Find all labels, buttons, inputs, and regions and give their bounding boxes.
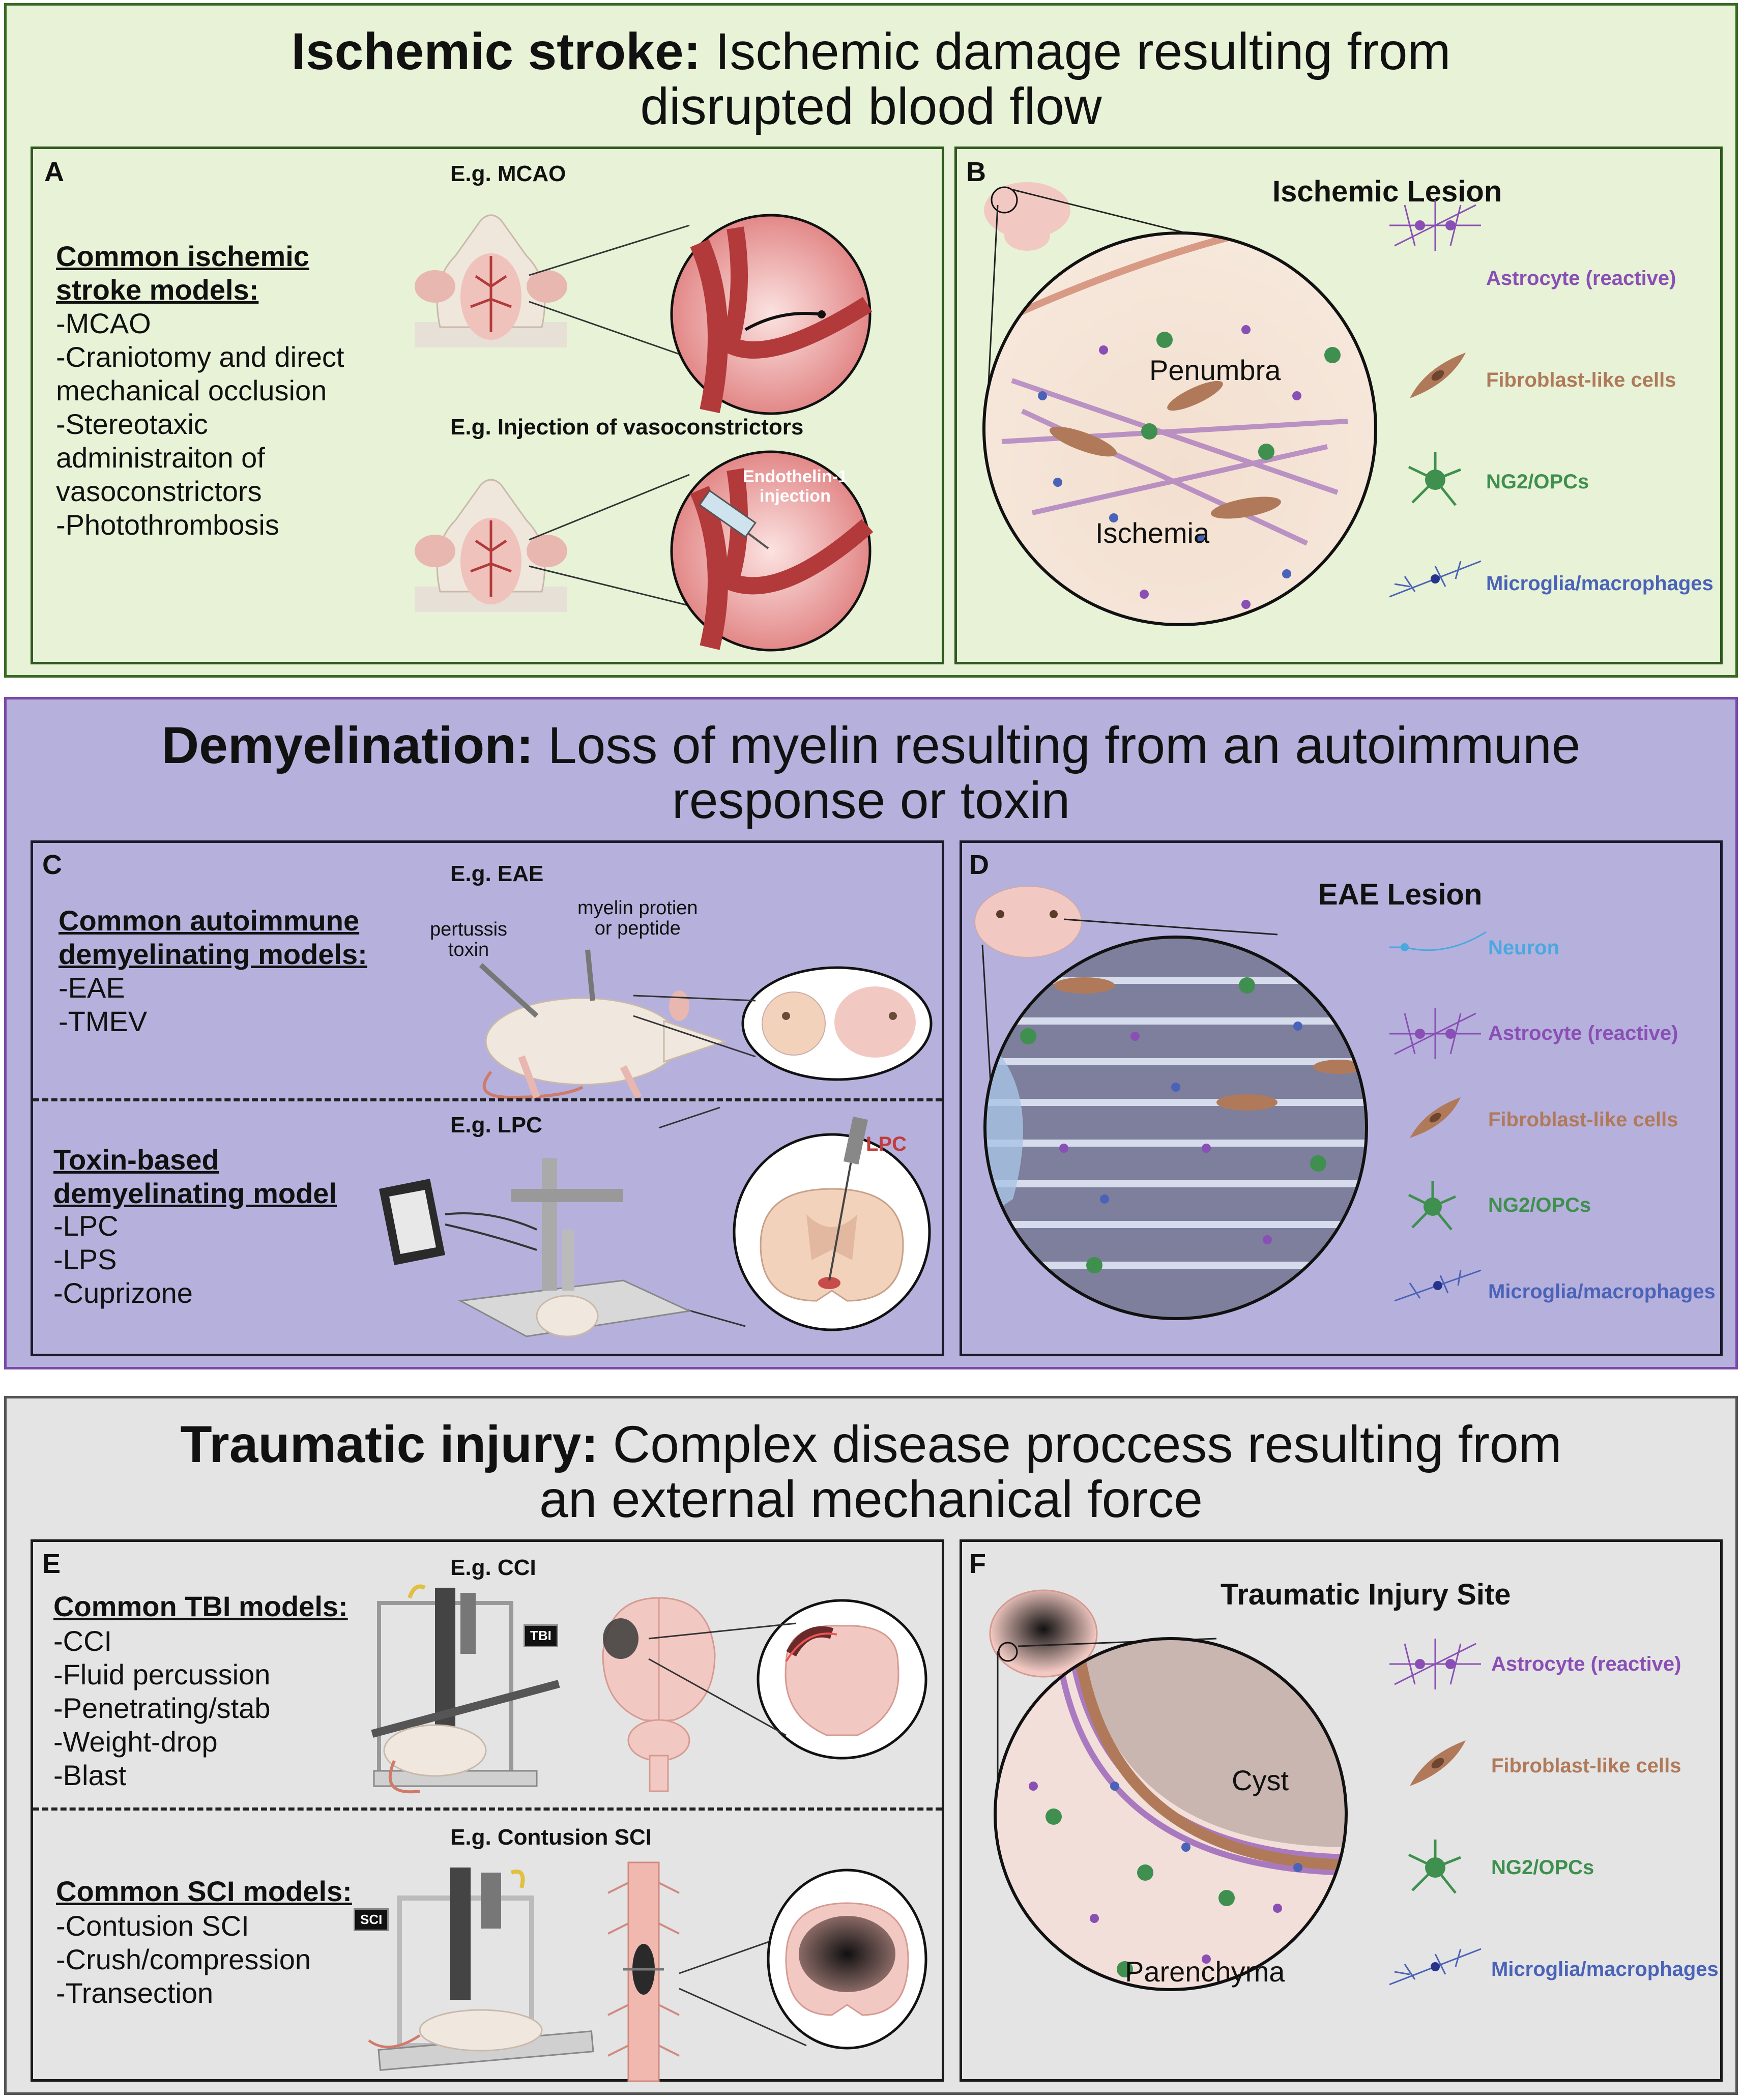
region-label-parenchyma: Parenchyma bbox=[1125, 1956, 1285, 1988]
traumatic-title: Traumatic injury: Complex disease procce… bbox=[180, 1415, 1562, 1528]
legend-microglia: Microglia/macrophages bbox=[1486, 572, 1714, 595]
astrocyte-icon bbox=[1389, 1639, 1481, 1689]
device-label-sci: SCI bbox=[354, 1908, 389, 1931]
cci-device-illustration bbox=[371, 1584, 560, 1794]
panel-letter: B bbox=[966, 157, 986, 187]
panel-title: EAE Lesion bbox=[1318, 878, 1483, 911]
ischemic-lesion-zoom bbox=[982, 231, 1377, 626]
panel-divider bbox=[33, 1098, 942, 1101]
region-label-ischemia: Ischemia bbox=[1095, 517, 1210, 549]
models-list-autoimmune: -EAE-TMEV bbox=[59, 972, 148, 1037]
brain-section-thumbnail bbox=[984, 182, 1070, 251]
cns-section-zoom bbox=[741, 966, 933, 1081]
models-list-sci: -Contusion SCI-Crush/compression-Transec… bbox=[56, 1910, 311, 2009]
legend-opc: NG2/OPCs bbox=[1488, 1194, 1591, 1216]
injury-site-zoom bbox=[994, 1637, 1348, 1991]
panel-title: Traumatic Injury Site bbox=[1221, 1578, 1511, 1611]
brain-section-thumbnail bbox=[974, 886, 1082, 958]
stereotaxic-frame-illustration bbox=[379, 1158, 692, 1337]
opc-icon bbox=[1408, 452, 1461, 506]
fibroblast-icon bbox=[1410, 1097, 1461, 1138]
legend-microglia: Microglia/macrophages bbox=[1491, 1958, 1719, 1980]
ischemic-title: Ischemic stroke: Ischemic damage resulti… bbox=[291, 22, 1451, 135]
panel-letter: F bbox=[969, 1549, 986, 1579]
panel-f: F Traumatic Injury Site Cyst Parenchyma … bbox=[960, 1539, 1723, 2082]
region-label-penumbra: Penumbra bbox=[1149, 354, 1281, 386]
panel-letter: E bbox=[42, 1549, 61, 1579]
rat-head-illustration-injection bbox=[415, 479, 567, 612]
panel-letter: D bbox=[969, 850, 989, 880]
lpc-label: LPC bbox=[866, 1133, 907, 1155]
spinal-cord-thumbnail bbox=[989, 1589, 1098, 1678]
spinal-cord-injury-zoom bbox=[767, 1869, 927, 2050]
zoom-lines-b bbox=[986, 189, 1197, 404]
panel-title: Ischemic Lesion bbox=[1272, 175, 1502, 208]
example-label-mcao: E.g. MCAO bbox=[450, 161, 566, 186]
panel-b: B Ischemic Lesion Pe bbox=[954, 147, 1723, 664]
ischemic-section: Ischemic stroke: Ischemic damage resulti… bbox=[4, 3, 1738, 678]
injection-vessel-zoom bbox=[670, 450, 874, 652]
example-label-vasoconstrictors: E.g. Injection of vasoconstrictors bbox=[450, 415, 804, 440]
models-heading-tbi: Common TBI models: bbox=[53, 1590, 348, 1622]
example-label-lpc: E.g. LPC bbox=[450, 1113, 542, 1138]
spinal-cord-lpc-zoom bbox=[733, 1116, 931, 1331]
rat-head-illustration-mcao bbox=[415, 214, 567, 347]
fibroblast-icon bbox=[1410, 353, 1466, 398]
mcao-vessel-zoom bbox=[670, 214, 873, 415]
panel-letter: C bbox=[42, 850, 62, 880]
device-label-tbi: TBI bbox=[524, 1624, 558, 1647]
legend-astrocyte: Astrocyte (reactive) bbox=[1491, 1653, 1681, 1675]
panel-divider bbox=[33, 1807, 942, 1811]
spinal-cord-longitudinal-illustration bbox=[607, 1861, 680, 2082]
region-label-cyst: Cyst bbox=[1232, 1764, 1289, 1796]
opc-icon bbox=[1408, 1181, 1457, 1231]
example-label-cci: E.g. CCI bbox=[450, 1555, 536, 1580]
legend-opc: NG2/OPCs bbox=[1486, 471, 1589, 493]
models-list-toxin: -LPC-LPS-Cuprizone bbox=[53, 1210, 193, 1309]
coronal-injury-zoom bbox=[757, 1599, 927, 1760]
legend-fibroblast: Fibroblast-like cells bbox=[1488, 1109, 1678, 1131]
legend-fibroblast: Fibroblast-like cells bbox=[1491, 1755, 1681, 1777]
panel-d: D EAE Lesion Neuron bbox=[960, 840, 1723, 1356]
legend-opc: NG2/OPCs bbox=[1491, 1856, 1594, 1879]
brain-dorsal-illustration bbox=[602, 1597, 716, 1792]
legend-neuron: Neuron bbox=[1488, 937, 1559, 959]
panel-e: E E.g. CCI Common TBI models: -CCI-Fluid… bbox=[31, 1539, 944, 2082]
demyelination-title: Demyelination: Loss of myelin resulting … bbox=[161, 716, 1581, 829]
eae-lesion-zoom bbox=[983, 936, 1368, 1320]
microglia-icon bbox=[1389, 1948, 1482, 1986]
neuron-icon bbox=[1389, 931, 1487, 951]
legend-astrocyte: Astrocyte (reactive) bbox=[1486, 267, 1676, 289]
models-heading-sci: Common SCI models: bbox=[56, 1875, 352, 1907]
astrocyte-icon bbox=[1389, 200, 1481, 251]
example-label-eae: E.g. EAE bbox=[450, 861, 544, 886]
models-list-tbi: -CCI-Fluid percussion-Penetrating/stab -… bbox=[53, 1625, 271, 1791]
example-label-contusion-sci: E.g. Contusion SCI bbox=[450, 1825, 652, 1850]
opc-icon bbox=[1408, 1840, 1461, 1894]
legend-astrocyte: Astrocyte (reactive) bbox=[1488, 1022, 1678, 1044]
fibroblast-icon bbox=[1410, 1740, 1466, 1786]
legend-fibroblast: Fibroblast-like cells bbox=[1486, 369, 1676, 391]
microglia-icon bbox=[1394, 1269, 1482, 1302]
microglia-icon bbox=[1389, 560, 1482, 598]
sci-device-illustration bbox=[368, 1868, 594, 2071]
connector-lines-a bbox=[529, 224, 695, 608]
legend-microglia: Microglia/macrophages bbox=[1488, 1280, 1716, 1303]
mouse-injection-illustration bbox=[479, 949, 728, 1099]
panel-letter: A bbox=[44, 157, 64, 187]
astrocyte-icon bbox=[1389, 1008, 1481, 1059]
